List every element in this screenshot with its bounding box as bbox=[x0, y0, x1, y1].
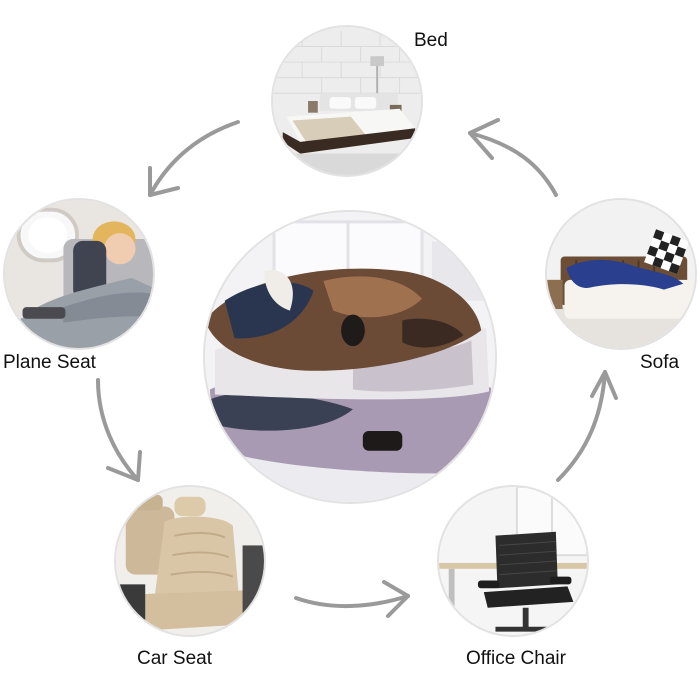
bed-photo bbox=[271, 25, 423, 177]
sofa-photo bbox=[545, 198, 697, 350]
arrow-bed-to-plane-seat bbox=[148, 120, 240, 197]
arrow-car-seat-to-office-chair bbox=[294, 594, 410, 609]
label-bed: Bed bbox=[414, 30, 448, 51]
arrow-plane-seat-to-car-seat bbox=[96, 378, 140, 482]
car-seat-illustration bbox=[116, 487, 264, 635]
bed-illustration bbox=[273, 27, 421, 175]
car-seat-photo bbox=[114, 485, 266, 637]
arrow-head-sofa-to-bed bbox=[468, 118, 500, 160]
arrow-head-plane-seat-to-car-seat bbox=[106, 450, 142, 482]
arrow-office-chair-to-sofa bbox=[556, 370, 607, 482]
arrow-head-office-chair-to-sofa bbox=[590, 370, 618, 400]
label-sofa: Sofa bbox=[640, 352, 680, 373]
office-chair-photo bbox=[437, 485, 589, 637]
sofa-illustration bbox=[547, 200, 695, 348]
office-chair-illustration bbox=[439, 487, 587, 635]
folded-blanket-photo bbox=[203, 210, 497, 504]
label-office-chair: Office Chair bbox=[466, 648, 566, 669]
plane-seat-illustration bbox=[5, 200, 153, 348]
label-plane-seat: Plane Seat bbox=[3, 352, 96, 373]
folded-blanket-illustration bbox=[205, 212, 495, 502]
arrow-head-car-seat-to-office-chair bbox=[382, 580, 410, 618]
label-car-seat: Car Seat bbox=[137, 648, 212, 669]
arrow-sofa-to-bed bbox=[468, 131, 558, 197]
plane-seat-photo bbox=[3, 198, 155, 350]
arrow-head-bed-to-plane-seat bbox=[148, 166, 180, 197]
